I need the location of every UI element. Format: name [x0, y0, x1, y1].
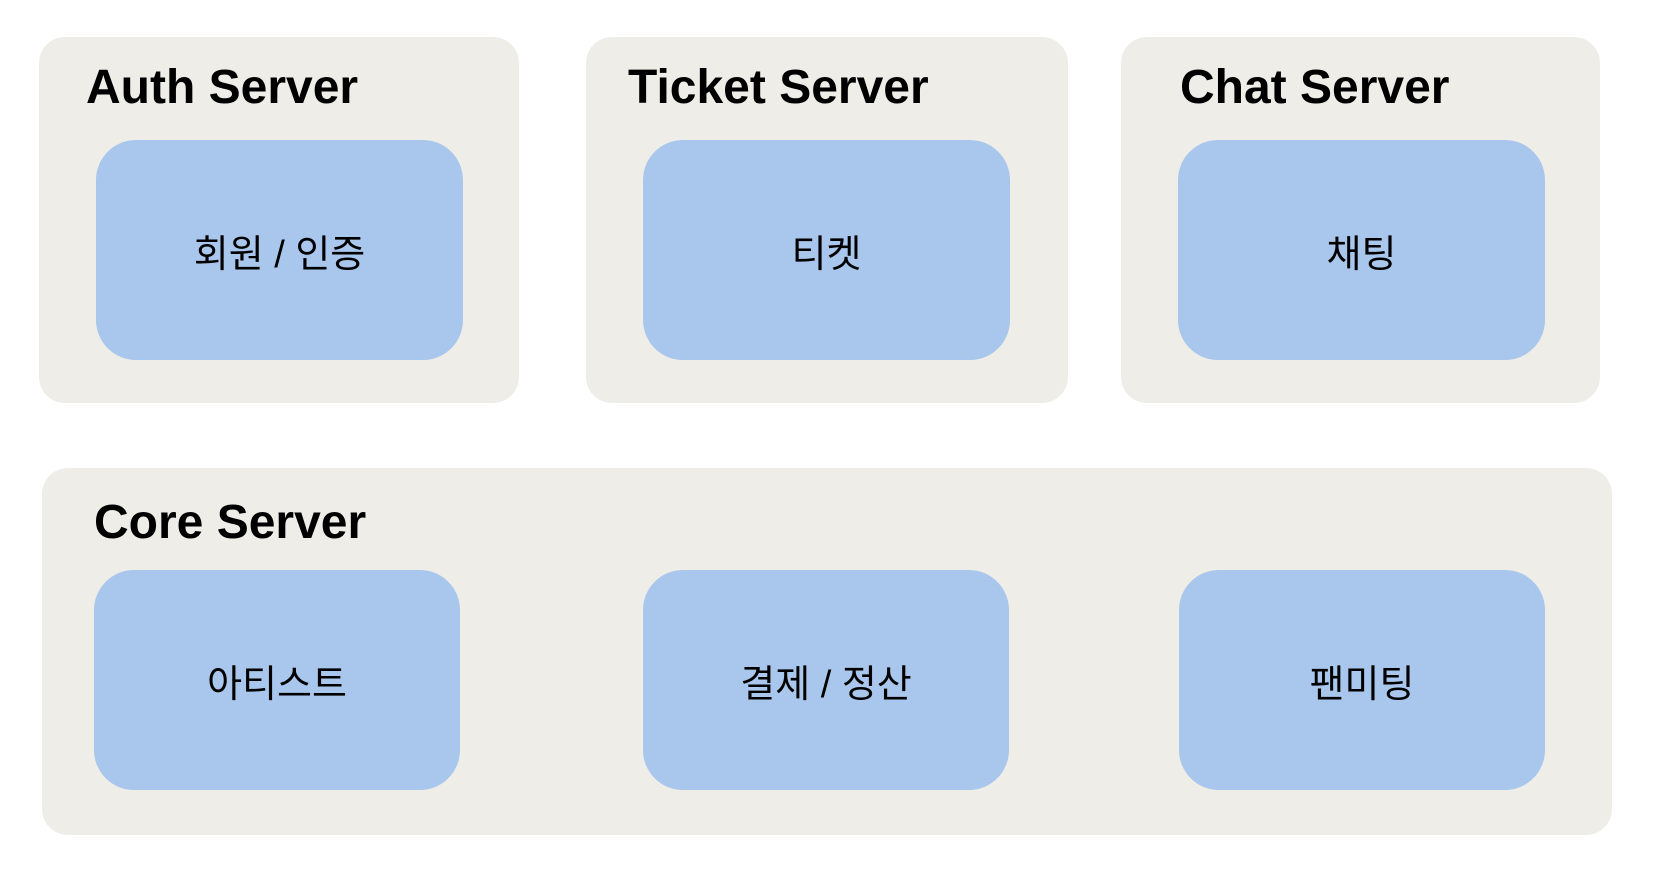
module-payment-settlement: 결제 / 정산 [643, 570, 1009, 790]
module-member-auth: 회원 / 인증 [96, 140, 463, 360]
module-chat: 채팅 [1178, 140, 1545, 360]
module-ticket-label: 티켓 [791, 233, 862, 276]
group-core-server: Core Server 아티스트 결제 / 정산 팬미팅 [42, 468, 1612, 835]
group-chat-server: Chat Server 채팅 [1121, 37, 1600, 403]
auth-server-title: Auth Server [86, 61, 359, 114]
ticket-server-title: Ticket Server [628, 61, 929, 114]
module-payment-settlement-label: 결제 / 정산 [740, 663, 912, 706]
chat-server-title: Chat Server [1180, 61, 1450, 114]
module-fanmeeting-label: 팬미팅 [1309, 663, 1415, 706]
module-chat-label: 채팅 [1326, 233, 1397, 276]
module-artist-label: 아티스트 [207, 663, 347, 706]
module-member-auth-label: 회원 / 인증 [193, 233, 366, 276]
module-fanmeeting: 팬미팅 [1179, 570, 1545, 790]
core-server-title: Core Server [94, 496, 367, 549]
group-auth-server: Auth Server 회원 / 인증 [39, 37, 519, 403]
group-ticket-server: Ticket Server 티켓 [586, 37, 1068, 403]
module-ticket: 티켓 [643, 140, 1010, 360]
module-artist: 아티스트 [94, 570, 460, 790]
